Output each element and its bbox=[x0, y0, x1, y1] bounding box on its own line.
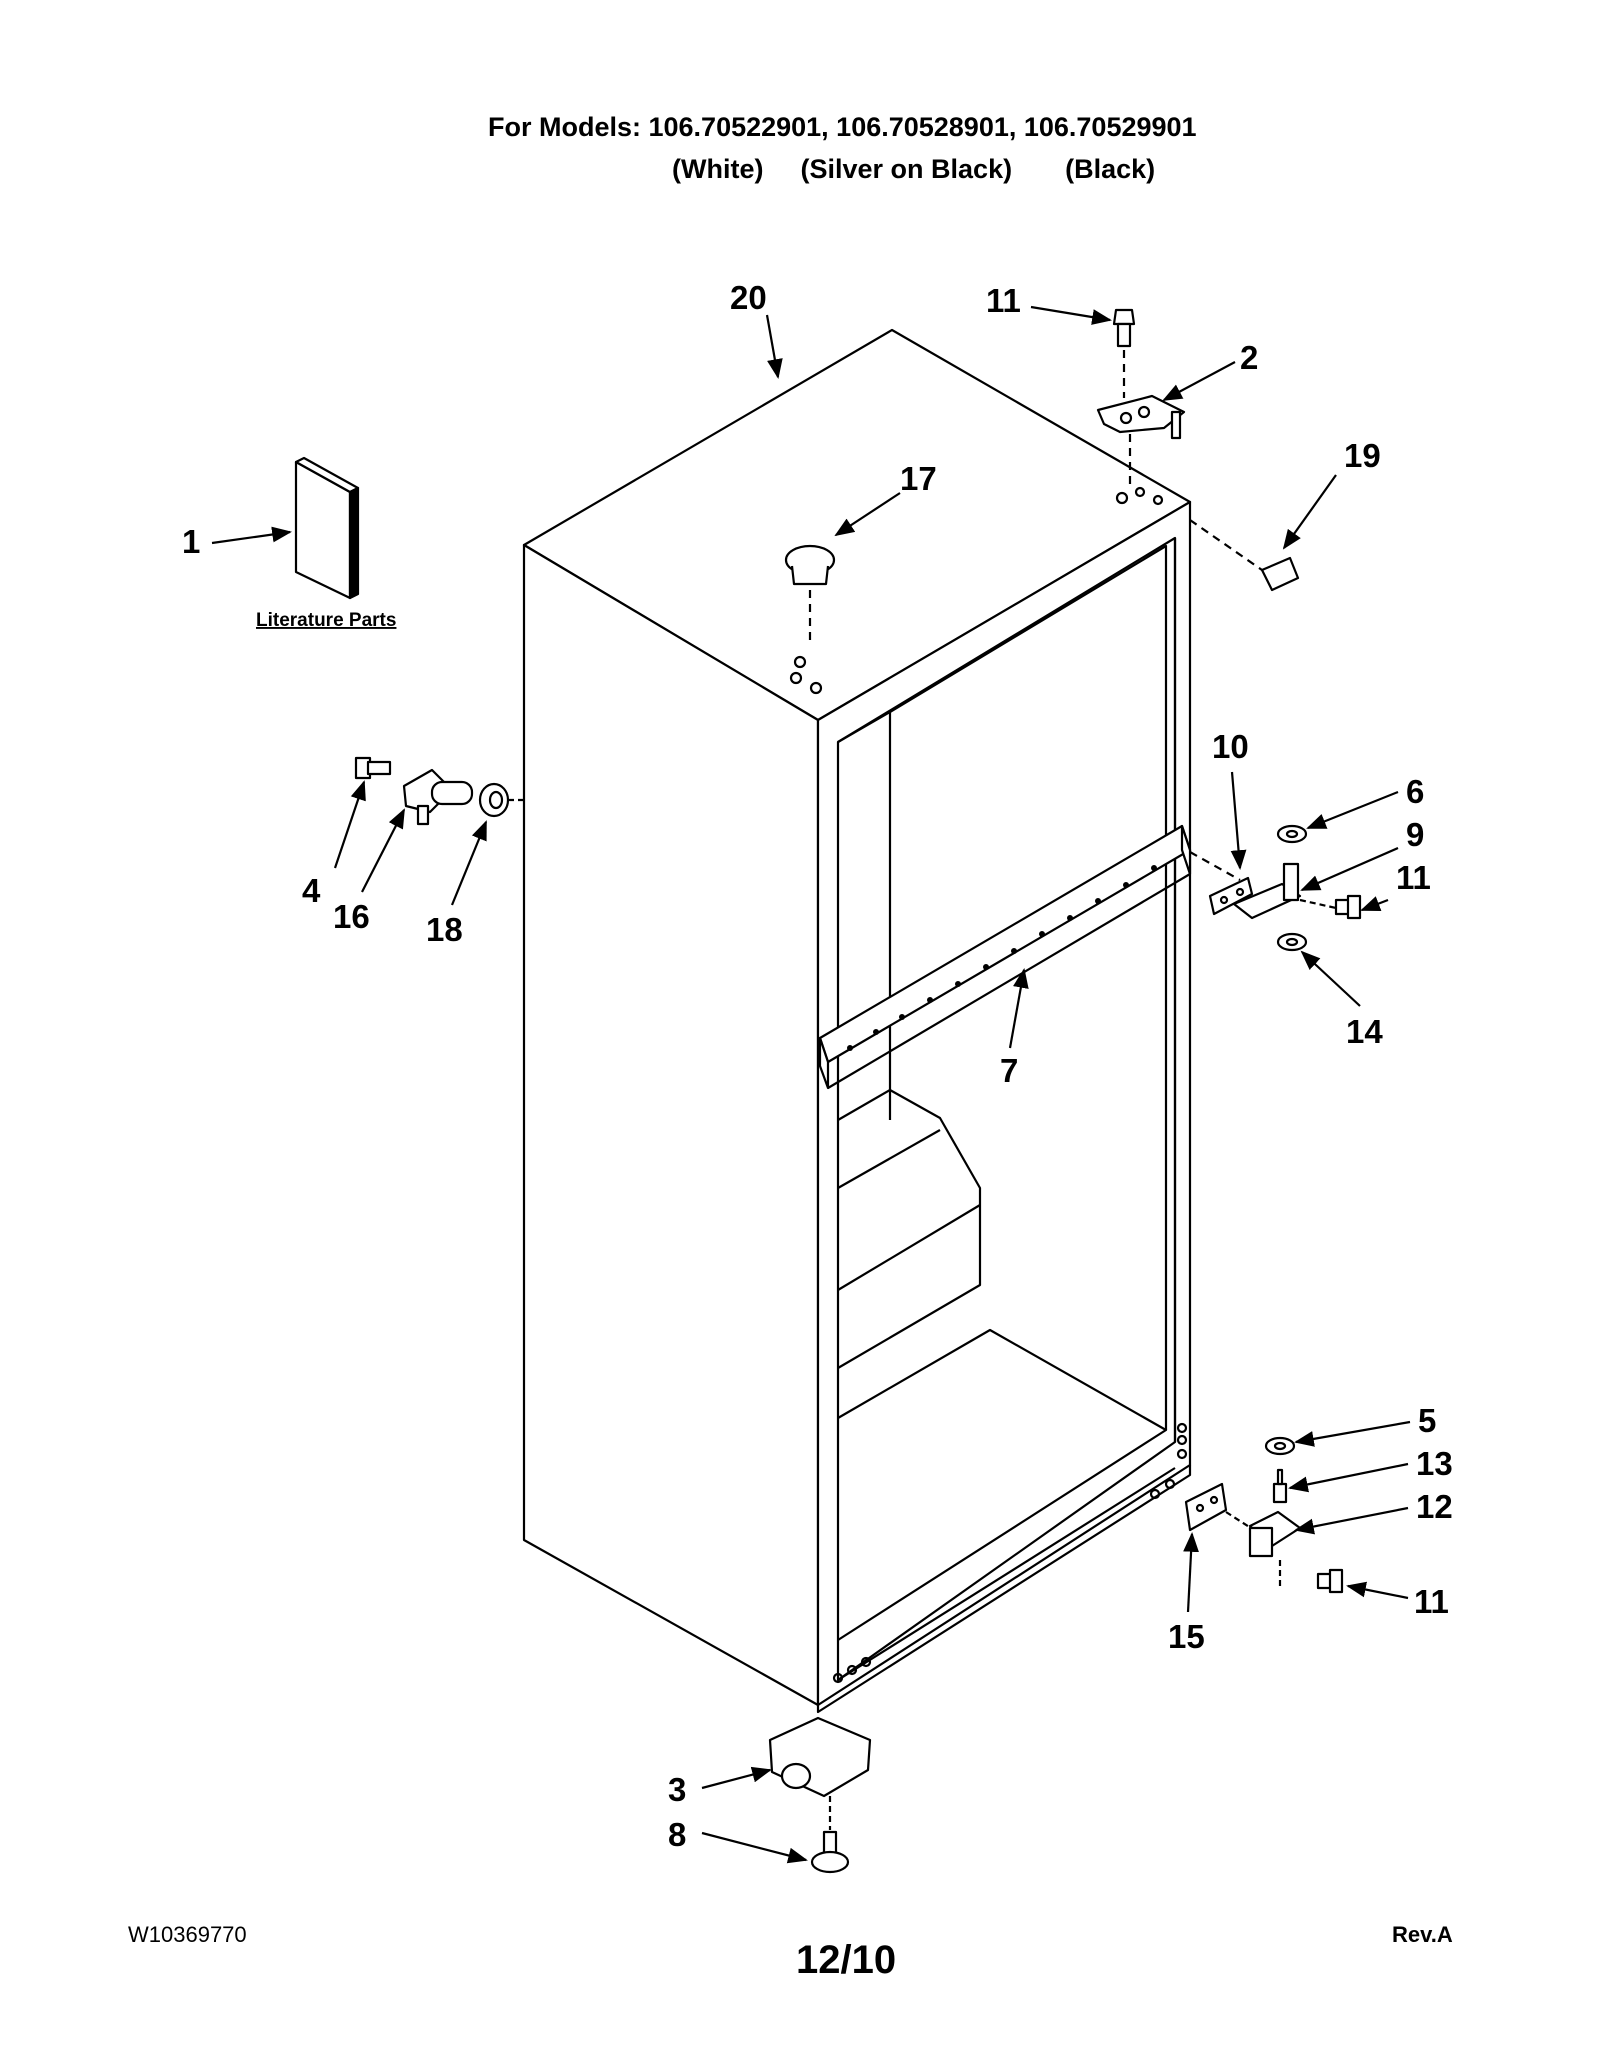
callout-13: 13 bbox=[1416, 1445, 1453, 1482]
callout-8: 8 bbox=[668, 1816, 686, 1853]
models-line: For Models: 106.70522901, 106.70528901, … bbox=[488, 112, 1197, 142]
hinge-screw-bottom bbox=[1316, 1568, 1344, 1594]
bottom-hinge-washer bbox=[1264, 1436, 1296, 1456]
center-hinge bbox=[1232, 862, 1302, 920]
spacer-washer-left bbox=[478, 782, 510, 818]
bottom-hinge-pin bbox=[1272, 1468, 1288, 1504]
variant-black: (Black) bbox=[1065, 154, 1156, 184]
hinge-bushing-top bbox=[1276, 824, 1308, 844]
callout-2: 2 bbox=[1240, 339, 1258, 376]
hinge-cover bbox=[1189, 519, 1300, 592]
callout-14: 14 bbox=[1346, 1013, 1383, 1050]
leader-lines bbox=[211, 305, 1411, 1864]
callout-20: 20 bbox=[730, 279, 767, 316]
callout-7: 7 bbox=[1000, 1052, 1018, 1089]
middle-hinge-assembly bbox=[1189, 824, 1362, 952]
callout-11-top: 11 bbox=[986, 282, 1021, 319]
callout-3: 3 bbox=[668, 1771, 686, 1808]
callout-12: 12 bbox=[1416, 1488, 1453, 1525]
callout-4: 4 bbox=[302, 872, 321, 909]
hinge-screw-middle bbox=[1334, 894, 1362, 920]
callout-16: 16 bbox=[333, 898, 370, 935]
hinge-shim bbox=[1208, 876, 1254, 916]
callout-11-middle: 11 bbox=[1396, 859, 1431, 896]
plug-button bbox=[784, 544, 836, 645]
mount-screw-left bbox=[354, 756, 392, 780]
variant-line: (White) (Silver on Black) (Black) bbox=[672, 150, 1155, 188]
handle-bracket bbox=[402, 768, 474, 826]
document-number: W10369770 bbox=[128, 1922, 247, 1947]
callout-10: 10 bbox=[1212, 728, 1249, 765]
callout-11-bottom: 11 bbox=[1414, 1583, 1449, 1620]
callout-18: 18 bbox=[426, 911, 463, 948]
callout-1: 1 bbox=[182, 523, 200, 560]
bottom-hinge bbox=[1248, 1510, 1302, 1558]
callout-9: 9 bbox=[1406, 816, 1424, 853]
top-hinge bbox=[1096, 308, 1186, 490]
literature-parts-label: Literature Parts bbox=[256, 610, 396, 631]
hinge-screw-top bbox=[1112, 308, 1136, 348]
refrigerator-cabinet bbox=[522, 328, 1192, 1714]
callout-17: 17 bbox=[900, 460, 937, 497]
variant-silver: (Silver on Black) bbox=[800, 154, 1013, 184]
hinge-bushing-bottom bbox=[1276, 932, 1308, 952]
literature-booklet bbox=[294, 456, 360, 600]
callout-5: 5 bbox=[1418, 1402, 1436, 1439]
callout-15: 15 bbox=[1168, 1618, 1205, 1655]
handle-mount-assembly bbox=[354, 756, 524, 826]
revision-label: Rev.A bbox=[1392, 1922, 1453, 1947]
callout-19: 19 bbox=[1344, 437, 1381, 474]
variant-white: (White) bbox=[672, 154, 764, 184]
leveling-leg bbox=[810, 1830, 850, 1874]
roller-assembly bbox=[768, 1716, 872, 1830]
center-mullion-rail bbox=[818, 824, 1192, 1090]
bottom-hinge-assembly bbox=[1184, 1436, 1344, 1594]
callout-numbers: 1 2 3 4 5 6 7 8 9 10 11 11 11 12 13 14 1… bbox=[182, 279, 1453, 1853]
callout-6: 6 bbox=[1406, 773, 1424, 810]
revision-date: 12/10 bbox=[796, 1938, 897, 1982]
bottom-hinge-shim bbox=[1184, 1482, 1228, 1532]
